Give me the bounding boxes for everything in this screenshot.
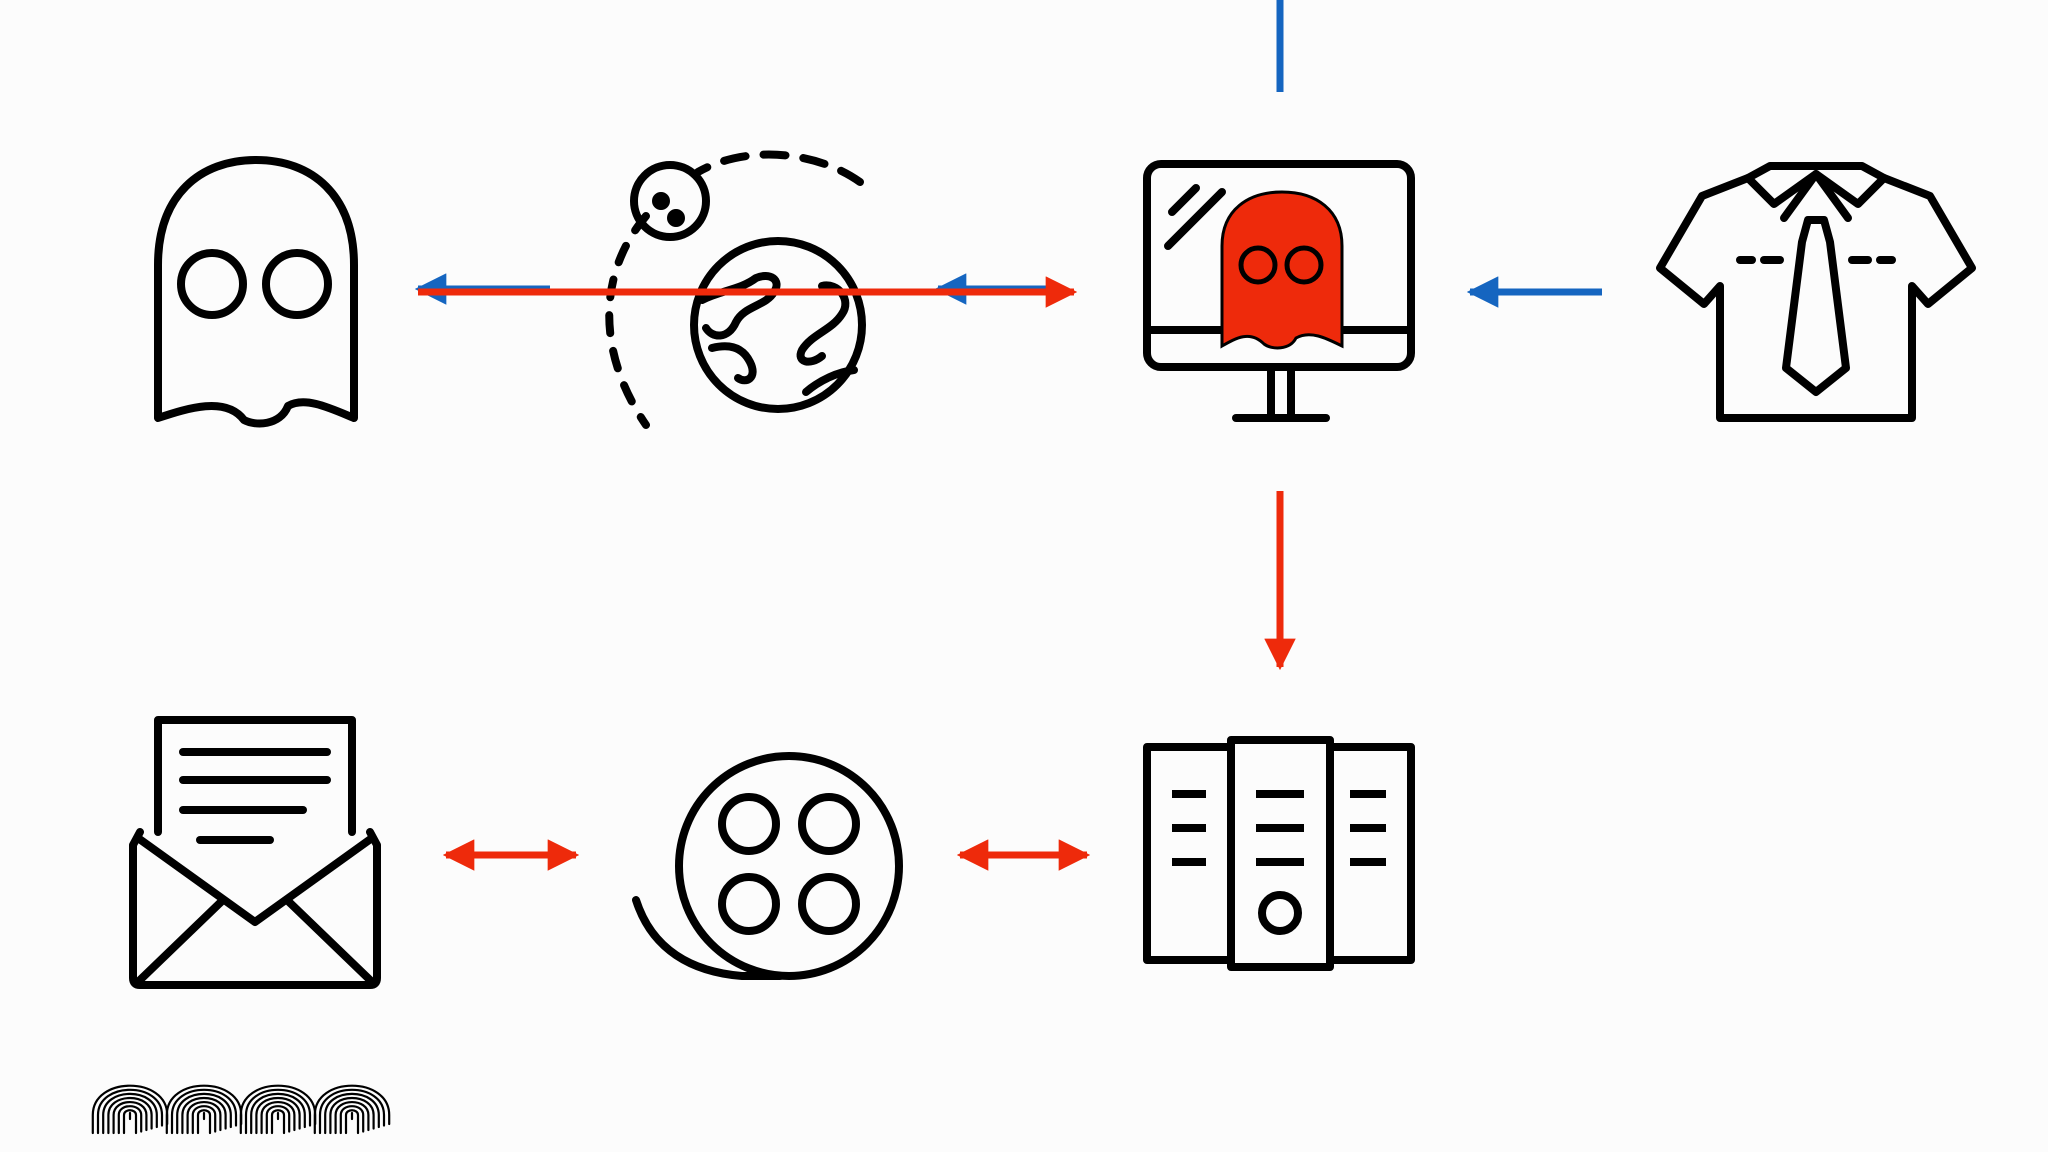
ghost-icon bbox=[154, 156, 358, 428]
red-ghost-icon bbox=[1220, 190, 1344, 350]
film-reel-icon bbox=[632, 752, 903, 980]
globe-orbit-icon bbox=[605, 150, 866, 429]
shirt-tie-icon bbox=[1656, 162, 1976, 422]
open-envelope-icon bbox=[129, 716, 381, 989]
fingerprints-row bbox=[91, 1084, 391, 1135]
server-rack-icon bbox=[1143, 736, 1415, 971]
fingerprint-icon bbox=[165, 1084, 243, 1135]
fingerprint-icon bbox=[313, 1084, 391, 1135]
fingerprint-icon bbox=[239, 1084, 317, 1135]
fingerprint-icon bbox=[91, 1084, 169, 1135]
monitor-with-ghost-icon bbox=[1143, 160, 1415, 422]
